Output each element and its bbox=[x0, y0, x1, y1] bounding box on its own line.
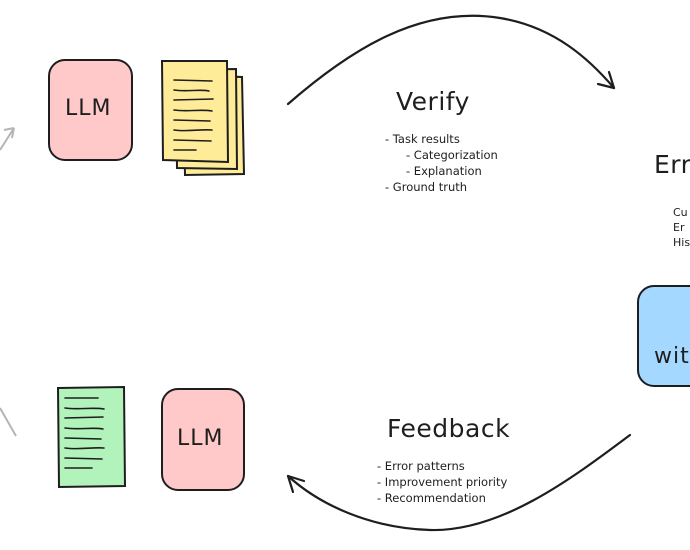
error-line-2: Er bbox=[673, 221, 685, 234]
verify-bullet-2: - Categorization bbox=[406, 148, 498, 162]
blue-box bbox=[637, 285, 690, 387]
faint-arrow-top-left bbox=[0, 127, 15, 151]
document-icon bbox=[56, 385, 127, 489]
faint-arrow-bottom-left bbox=[0, 407, 17, 437]
blue-box-label: wit bbox=[654, 344, 690, 369]
verify-bullet-3: - Explanation bbox=[406, 164, 482, 178]
llm-box-top bbox=[48, 59, 133, 161]
llm-box-bottom bbox=[161, 388, 245, 491]
feedback-title: Feedback bbox=[387, 414, 511, 443]
error-line-1: Cu bbox=[673, 206, 688, 219]
document-stack-icon bbox=[160, 60, 246, 177]
error-line-3: His bbox=[673, 236, 690, 249]
error-title: Err bbox=[654, 150, 690, 179]
curved-arrow-bottom bbox=[286, 433, 632, 532]
feedback-bullet-3: - Recommendation bbox=[377, 491, 486, 505]
verify-title: Verify bbox=[396, 87, 470, 116]
verify-bullet-1: - Task results bbox=[385, 132, 460, 146]
verify-bullet-4: - Ground truth bbox=[385, 180, 468, 194]
llm-bottom-label: LLM bbox=[177, 426, 224, 451]
feedback-bullet-2: - Improvement priority bbox=[377, 475, 508, 489]
curved-arrow-icon bbox=[286, 14, 616, 106]
llm-top-label: LLM bbox=[65, 96, 112, 121]
feedback-bullet-1: - Error patterns bbox=[377, 459, 465, 473]
